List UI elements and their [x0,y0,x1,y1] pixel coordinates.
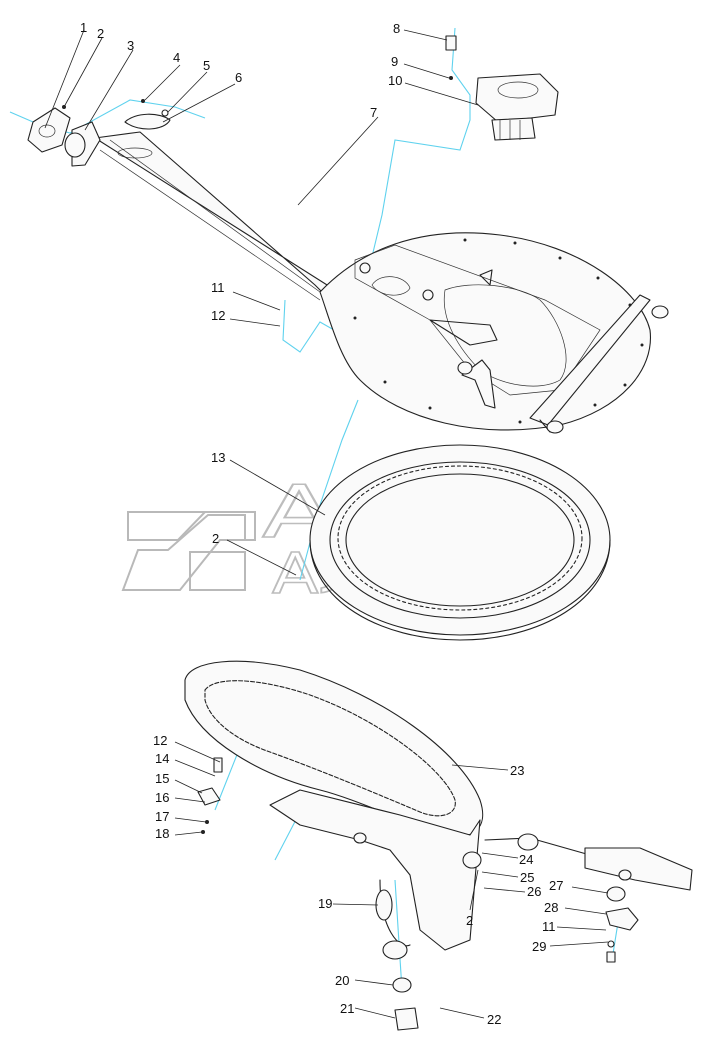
callout-25: 25 [520,870,534,885]
watermark-logo [121,511,256,591]
callout-20: 20 [335,973,349,988]
leader-lines [44,29,609,1019]
hub-assembly-left [27,99,171,167]
callout-13: 13 [211,450,225,465]
small-parts-lower-left [197,757,419,1031]
callout-12: 12 [211,308,225,323]
callout-3: 3 [127,38,134,53]
callout-8: 8 [393,21,400,36]
callout-11: 11 [211,280,225,295]
callout-11-lower: 11 [542,919,556,934]
callout-2-ring: 2 [212,531,219,546]
slewing-ring [309,444,611,641]
callout-6: 6 [235,70,242,85]
callout-23: 23 [510,763,524,778]
callout-17: 17 [155,809,169,824]
callout-labels: 1 2 3 4 5 6 7 8 9 10 11 12 13 2 12 14 15… [80,20,563,1027]
small-parts-lower-right [605,886,639,963]
callout-4: 4 [173,50,180,65]
callout-28: 28 [544,900,558,915]
callout-27: 27 [549,878,563,893]
outer-frame [184,660,484,960]
hydraulic-cylinder [462,833,693,891]
callout-5: 5 [203,58,210,73]
callout-21: 21 [340,1001,354,1016]
callout-26: 26 [527,884,541,899]
callout-1: 1 [80,20,87,35]
callout-29: 29 [532,939,546,954]
callout-24: 24 [519,852,533,867]
callout-2: 2 [97,26,104,41]
callout-10: 10 [388,73,402,88]
callout-19: 19 [318,896,332,911]
callout-18: 18 [155,826,169,841]
callout-2-lower: 2 [466,913,473,928]
callout-7: 7 [370,105,377,120]
plate-rivets [353,238,644,424]
callout-9: 9 [391,54,398,69]
callout-22: 22 [487,1012,501,1027]
callout-12-lower: 12 [153,733,167,748]
callout-14: 14 [155,751,169,766]
drive-motor [445,35,559,141]
callout-15: 15 [155,771,169,786]
callout-16: 16 [155,790,169,805]
turntable-plate [319,232,669,434]
